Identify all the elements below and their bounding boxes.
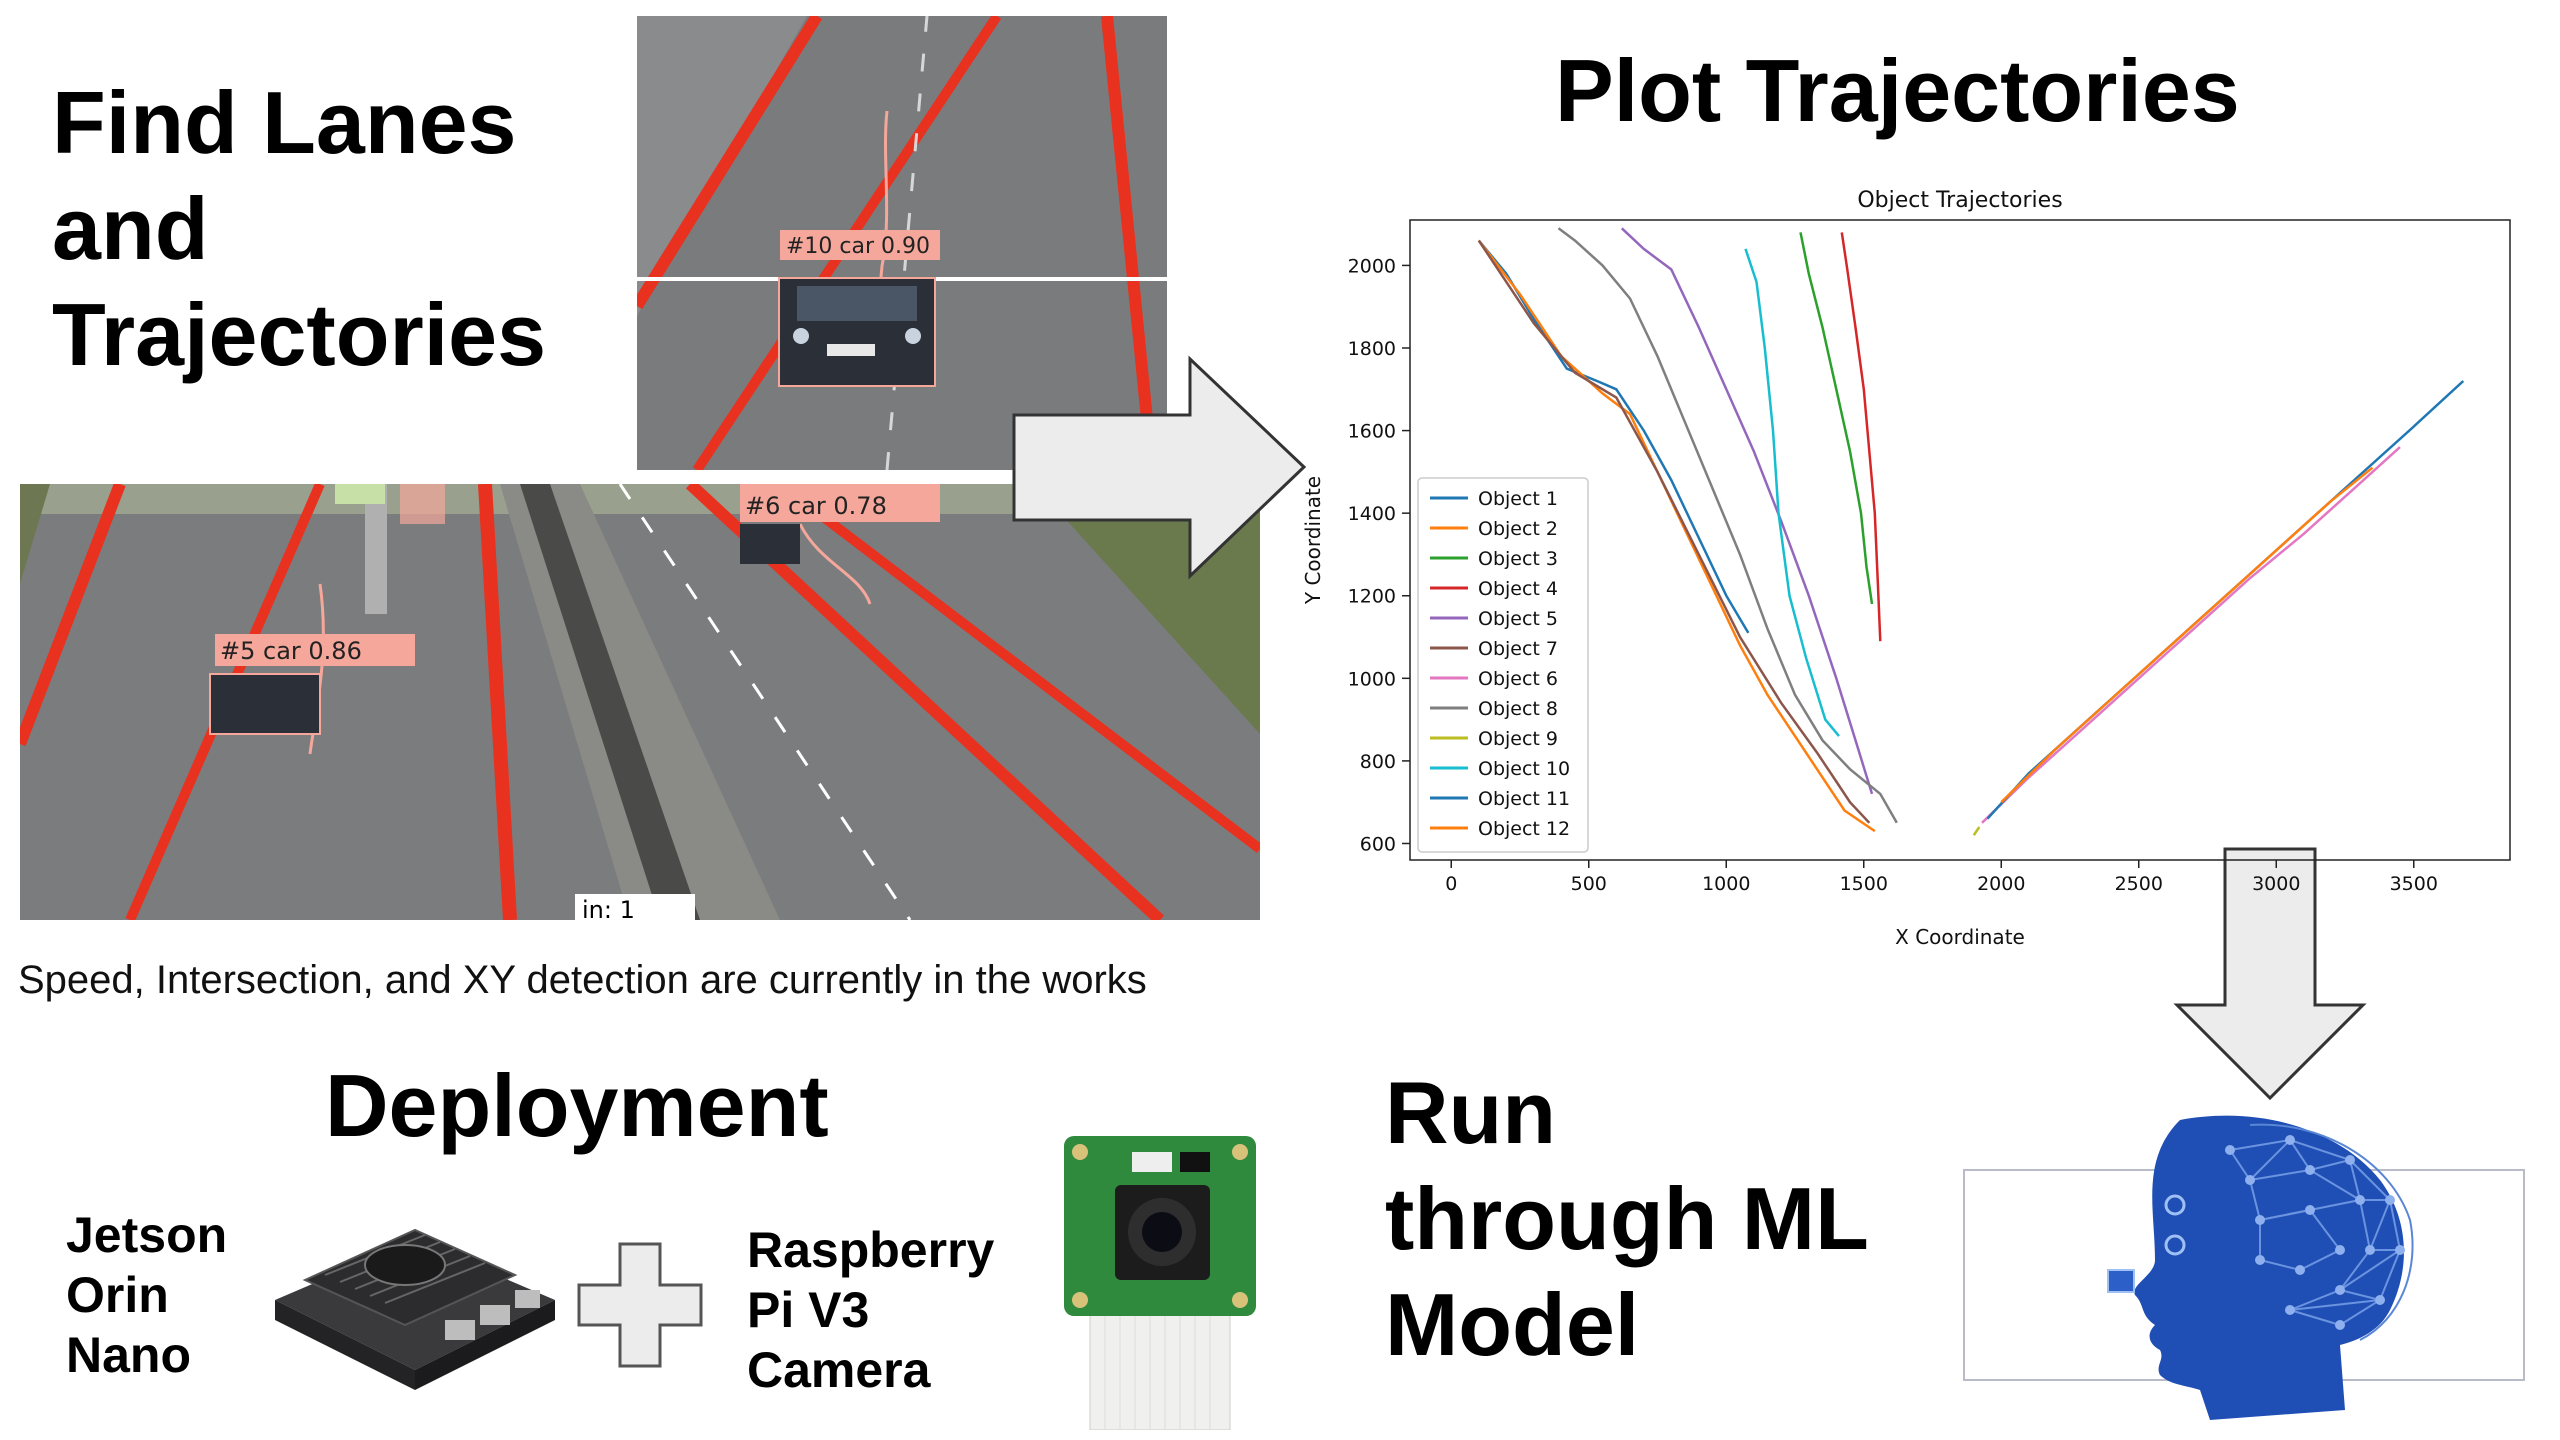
top-highway-photo: #10 car 0.90 [637,16,1167,470]
trajectory-chart: Object Trajectories 0 500 1000 1500 2000 2500… [1301,188,2511,949]
x-tick-label: 1000 [1702,873,1750,895]
x-tick-label: 500 [1571,873,1607,895]
legend-entry-label: Object 6 [1478,668,1558,690]
series-line-8 [1557,227,1898,824]
jetson-label-line1: Jetson [66,1207,228,1263]
x-axis-label: X Coordinate [1895,925,2025,949]
legend-entry-label: Object 5 [1478,608,1558,630]
heading-find-lanes-line1: Find Lanes [52,73,517,172]
detection-label-5: #5 car 0.86 [220,637,362,665]
y-tick-label: 2000 [1348,255,1396,277]
series-line-7 [1981,446,2401,824]
y-tick-label: 1400 [1348,503,1396,525]
y-tick-label: 1800 [1348,338,1396,360]
chart-title: Object Trajectories [1857,188,2062,213]
raspberry-pi-camera-image [1064,1136,1256,1430]
heading-find-lanes: Find Lanes and Trajectories [52,70,546,388]
legend-entry-label: Object 7 [1478,638,1558,660]
camera-label: Raspberry Pi V3 Camera [747,1220,994,1400]
y-tick-label: 1600 [1348,421,1396,443]
series-line-9 [1972,826,1981,836]
work-in-progress-note: Speed, Intersection, and XY detection ar… [18,958,1147,1002]
series-line-3 [1799,232,1874,605]
detection-label-10: #10 car 0.90 [786,234,930,259]
series-line-10 [1744,248,1840,737]
right-arrow-icon [1012,355,1307,580]
plot-area-frame [1409,219,2511,861]
x-tick-label: 3500 [2390,873,2438,895]
heading-run-ml: Run through ML Model [1385,1060,1869,1378]
legend-entry-label: Object 11 [1478,788,1570,810]
heading-deployment: Deployment [325,1056,829,1155]
legend-entry-label: Object 4 [1478,578,1558,600]
down-arrow-icon [2173,847,2367,1101]
series-line-5 [1620,227,1874,795]
legend-entry-label: Object 12 [1478,818,1570,840]
series-line-12 [2000,466,2374,804]
jetson-label-line3: Nano [66,1327,191,1383]
series-line-4 [1840,232,1882,642]
y-tick-label: 800 [1360,751,1396,773]
x-tick-label: 1500 [1840,873,1888,895]
legend-entry-label: Object 10 [1478,758,1570,780]
series-line-6 [1477,239,1871,824]
legend-entry-label: Object 1 [1478,488,1558,510]
camera-label-line3: Camera [747,1342,931,1398]
y-tick-label: 600 [1360,833,1396,855]
x-tick-label: 3000 [2252,873,2300,895]
detection-label-6: #6 car 0.78 [745,492,887,520]
x-tick-label: 2500 [2115,873,2163,895]
series-line-2 [1477,239,1876,833]
y-tick-label: 1000 [1348,668,1396,690]
jetson-label-line2: Orin [66,1267,169,1323]
heading-plot-trajectories: Plot Trajectories [1555,41,2240,140]
ml-brain-head-image [1963,1115,2525,1420]
bottom-highway-photo: #5 car 0.86 #6 car 0.78 in: 1 [20,484,1260,920]
legend-entry-label: Object 2 [1478,518,1558,540]
heading-run-ml-line1: Run [1385,1063,1557,1162]
jetson-label: Jetson Orin Nano [66,1205,227,1385]
heading-find-lanes-line3: Trajectories [52,285,547,384]
y-axis-label: Y Coordinate [1301,476,1325,605]
heading-run-ml-line3: Model [1385,1275,1640,1374]
x-tick-label: 0 [1445,873,1457,895]
chart-legend: Object 1 Object 2 Object 3 Object 4 Object 5… [1417,477,1589,853]
legend-entry-label: Object 9 [1478,728,1558,750]
counter-label: in: 1 [582,896,635,920]
plus-icon [577,1242,703,1368]
heading-find-lanes-line2: and [52,179,209,278]
camera-label-line1: Raspberry [747,1222,995,1278]
x-tick-label: 2000 [1977,873,2025,895]
legend-entry-label: Object 3 [1478,548,1558,570]
legend-frame [1417,477,1589,853]
series-line-1 [1477,239,1750,634]
legend-entry-label: Object 8 [1478,698,1558,720]
y-tick-label: 1200 [1348,586,1396,608]
jetson-board-image [275,1228,555,1390]
heading-run-ml-line2: through ML [1385,1169,1869,1268]
camera-label-line2: Pi V3 [747,1282,870,1338]
